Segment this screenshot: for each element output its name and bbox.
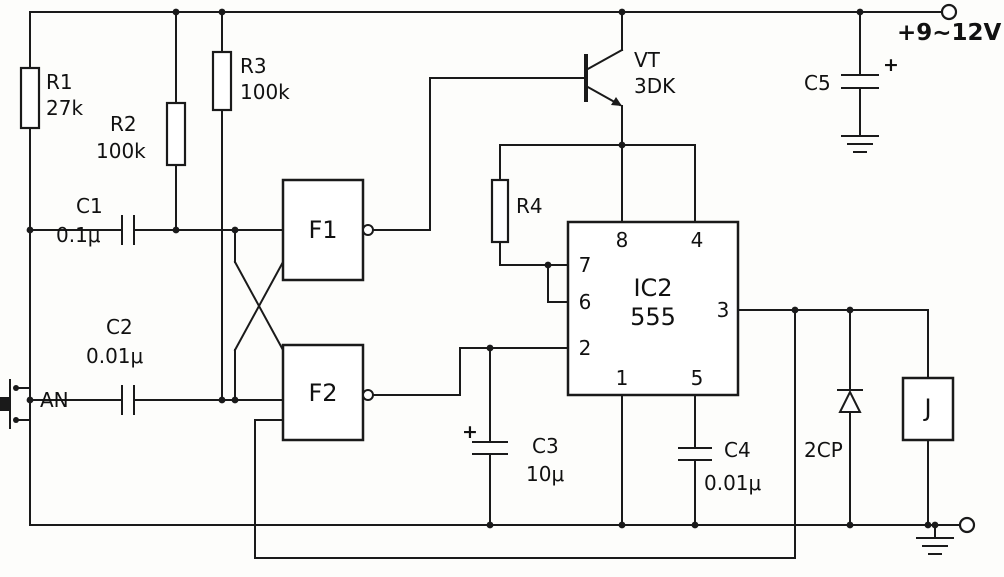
pin-2-label: 2 [579, 336, 592, 360]
junction-dots [26, 8, 939, 529]
resistor-body [165, 101, 187, 167]
ic-part-number: 555 [630, 303, 676, 331]
component-label: 2CP [804, 438, 843, 462]
ground-symbol [841, 135, 879, 153]
pin-8-label: 8 [616, 228, 629, 252]
component-label: C2 [106, 315, 133, 339]
resistor-body [19, 66, 41, 130]
component-label: C3 [532, 434, 559, 458]
button-contact [13, 385, 19, 391]
component-value: 0.1μ [56, 223, 101, 247]
resistor-body [211, 50, 233, 112]
component-label: C4 [724, 438, 751, 462]
polarity-plus: + [462, 421, 478, 443]
diode-2cp: 2CP [804, 389, 863, 462]
ground-symbol [916, 537, 954, 555]
capacitor-c1: C1 0.1μ [56, 194, 135, 247]
component-value: 0.01μ [86, 344, 144, 368]
resistor-r4: R4 [490, 178, 543, 244]
component-label: R1 [46, 70, 73, 94]
polarity-plus: + [883, 54, 899, 76]
component-label: F1 [308, 216, 337, 244]
resistor-r3: R3 100k [211, 50, 290, 112]
ic-label: IC2 [633, 274, 672, 302]
positive-terminal [940, 3, 958, 21]
gate-f1: F1 [281, 178, 374, 282]
diode-triangle [838, 389, 862, 413]
button-cap [0, 397, 9, 411]
pin-6-label: 6 [579, 290, 592, 314]
capacitor-c2: C2 0.01μ [86, 315, 144, 415]
component-value: 0.01μ [704, 471, 762, 495]
capacitor-c4: C4 0.01μ [678, 438, 762, 495]
ic2-555-timer: IC2 555 8 4 7 6 2 1 5 3 [566, 220, 740, 397]
component-value: 27k [46, 96, 83, 120]
component-label: R4 [516, 194, 543, 218]
component-label: J [922, 394, 931, 422]
pin-5-label: 5 [691, 366, 704, 390]
inverter-bubble [362, 389, 374, 401]
component-label: R2 [110, 112, 137, 136]
resistor-body [490, 178, 510, 244]
pin-3-label: 3 [717, 298, 730, 322]
component-value: 10μ [526, 462, 564, 486]
component-label: C5 [804, 71, 831, 95]
resistor-r1: R1 27k [19, 66, 83, 130]
component-label: AN [40, 388, 69, 412]
component-label: C1 [76, 194, 103, 218]
ic-body [566, 220, 740, 397]
component-value: 100k [96, 139, 146, 163]
gate-body [281, 343, 365, 442]
emitter-arrow [611, 97, 622, 106]
component-label: R3 [240, 54, 267, 78]
pin-1-label: 1 [616, 366, 629, 390]
relay-body [901, 376, 955, 442]
component-value: 3DK [634, 74, 676, 98]
supply-voltage-label: +9~12V [897, 20, 1002, 46]
transistor-collector [584, 48, 624, 72]
wire-network [29, 11, 961, 559]
pin-7-label: 7 [579, 253, 592, 277]
resistor-r2: R2 100k [96, 101, 187, 167]
relay-j: J [901, 376, 955, 442]
component-value: 100k [240, 80, 290, 104]
negative-terminal [958, 516, 976, 534]
transistor-vt: VT 3DK [584, 48, 676, 107]
pushbutton-an: AN [0, 379, 69, 429]
gate-body [281, 178, 365, 282]
gate-f2: F2 [281, 343, 374, 442]
component-label: F2 [308, 379, 337, 407]
pin-4-label: 4 [691, 228, 704, 252]
capacitor-c5: + C5 [804, 54, 899, 153]
inverter-bubble [362, 224, 374, 236]
component-label: VT [634, 48, 661, 72]
button-contact [13, 417, 19, 423]
capacitor-c3: + C3 10μ [462, 421, 564, 486]
